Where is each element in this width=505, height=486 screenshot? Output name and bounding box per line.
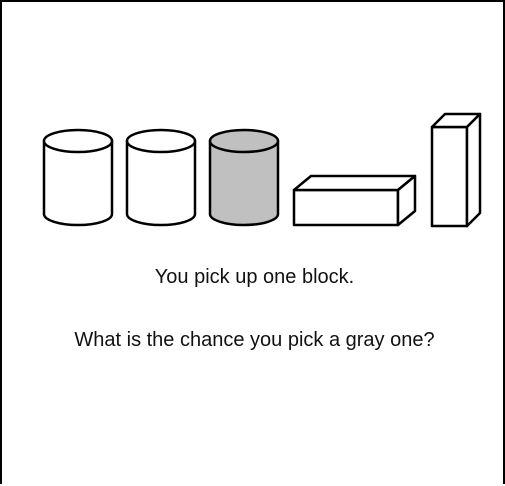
statement-text: You pick up one block. xyxy=(32,265,477,289)
white-rectangular-block xyxy=(294,176,415,225)
white-tall-rectangular-block xyxy=(432,114,480,226)
white-cylinder-block xyxy=(44,130,112,225)
gray-cylinder-block xyxy=(210,130,278,225)
white-cylinder-block xyxy=(127,130,195,225)
question-text: What is the chance you pick a gray one? xyxy=(32,328,477,352)
